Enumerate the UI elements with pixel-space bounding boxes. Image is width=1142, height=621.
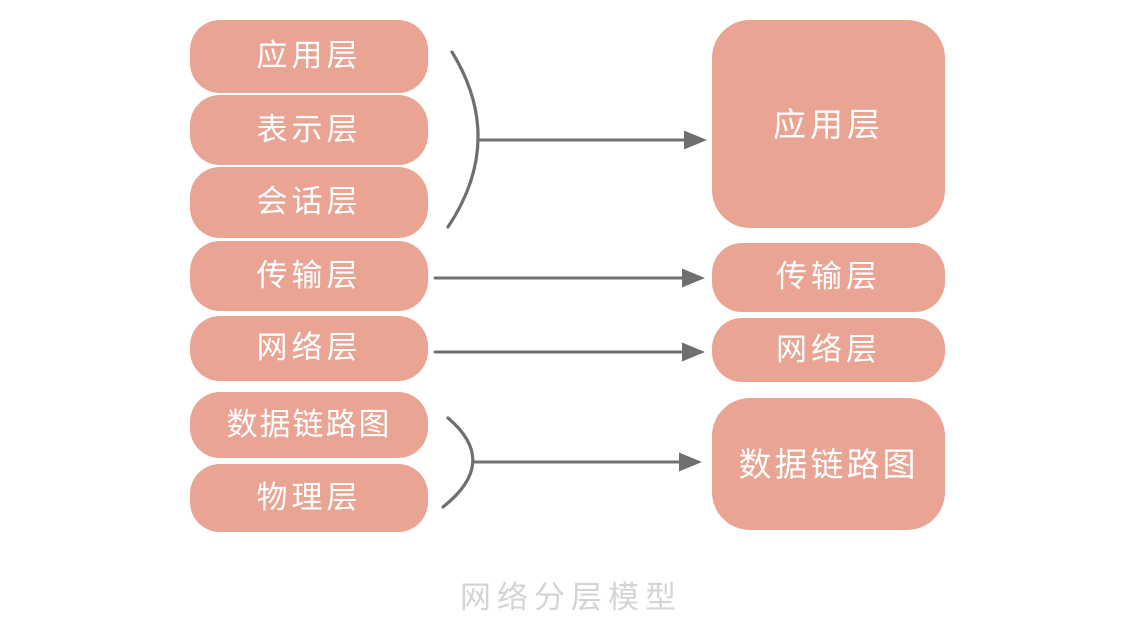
diagram-caption: 网络分层模型 xyxy=(460,580,682,616)
arrow-head-icon xyxy=(679,452,702,472)
left-box-application-layer: 应用层 xyxy=(190,20,428,93)
right-box-data-link-layer: 数据链路图 xyxy=(712,398,945,530)
brace-bottom-group-connector xyxy=(441,416,702,509)
left-box-session-layer: 会话层 xyxy=(190,167,428,238)
left-box-network-layer: 网络层 xyxy=(190,316,428,381)
arrow-network-connector xyxy=(433,342,705,362)
left-box-transport-layer: 传输层 xyxy=(190,241,428,311)
left-box-data-link-layer: 数据链路图 xyxy=(190,392,428,458)
right-box-network-layer: 网络层 xyxy=(712,318,945,382)
arrow-head-icon xyxy=(682,268,705,288)
brace-top-group-connector xyxy=(446,50,707,229)
right-box-transport-layer: 传输层 xyxy=(712,243,945,312)
arrow-head-icon xyxy=(682,342,705,362)
arrow-transport-connector xyxy=(433,268,705,288)
right-box-application-layer: 应用层 xyxy=(712,20,945,228)
left-box-presentation-layer: 表示层 xyxy=(190,95,428,165)
left-box-physical-layer: 物理层 xyxy=(190,464,428,532)
arrow-head-icon xyxy=(684,130,707,150)
